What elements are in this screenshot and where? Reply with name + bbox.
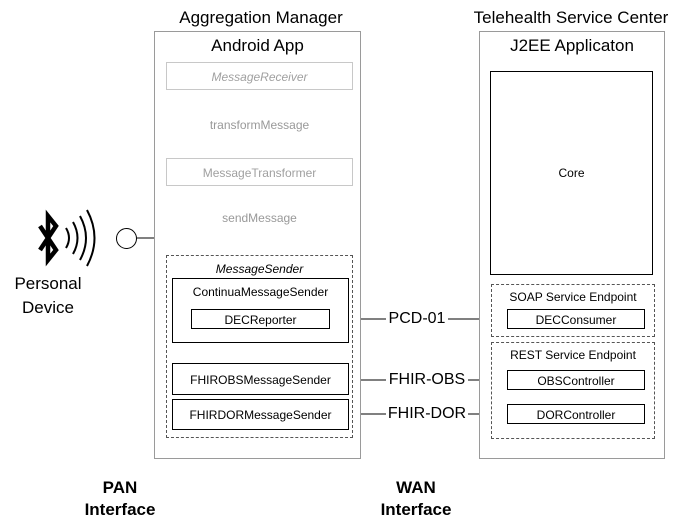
- fhir-obs-label: FHIR-OBS: [388, 371, 466, 388]
- message-sender-label: MessageSender: [215, 262, 304, 276]
- wan-interface-label-1: WAN: [396, 478, 436, 497]
- message-receiver-box: MessageReceiver: [166, 62, 353, 90]
- core-label: Core: [558, 166, 585, 180]
- device-connector-circle: [116, 228, 137, 249]
- personal-device-label-2: Device: [22, 298, 74, 317]
- continua-message-sender-label: ContinuaMessageSender: [192, 285, 329, 299]
- pan-interface-label-1: PAN: [102, 478, 138, 497]
- bluetooth-icon: [38, 209, 96, 267]
- telehealth-title: Telehealth Service Center: [473, 8, 669, 27]
- message-transformer-label: MessageTransformer: [202, 166, 317, 180]
- send-message-label: sendMessage: [222, 211, 297, 225]
- fhir-dor-label: FHIR-DOR: [387, 405, 467, 422]
- android-app-label: Android App: [211, 36, 304, 55]
- rest-endpoint-group: REST Service Endpoint: [491, 342, 655, 439]
- soap-endpoint-label: SOAP Service Endpoint: [509, 290, 637, 304]
- message-receiver-label: MessageReceiver: [211, 70, 308, 84]
- wan-interface-label-2: Interface: [380, 500, 452, 519]
- fhir-obs-message-sender-label: FHIROBSMessageSender: [190, 373, 331, 387]
- dec-reporter-label: DECReporter: [224, 313, 297, 327]
- message-transformer-box: MessageTransformer: [166, 158, 353, 186]
- pan-interface-label-2: Interface: [84, 500, 156, 519]
- core-box: Core: [490, 71, 653, 275]
- dec-reporter-box: DECReporter: [191, 309, 330, 329]
- dor-controller-label: DORController: [536, 408, 616, 422]
- obs-controller-box: OBSController: [507, 370, 645, 390]
- transform-message-label: transformMessage: [209, 118, 310, 132]
- dec-consumer-box: DECConsumer: [507, 309, 645, 329]
- fhir-dor-message-sender-label: FHIRDORMessageSender: [189, 408, 332, 422]
- rest-endpoint-label: REST Service Endpoint: [510, 348, 636, 362]
- dec-consumer-label: DECConsumer: [535, 313, 617, 327]
- fhir-dor-message-sender-box: FHIRDORMessageSender: [172, 399, 349, 430]
- obs-controller-label: OBSController: [537, 374, 615, 388]
- aggregation-manager-title: Aggregation Manager: [179, 8, 343, 27]
- j2ee-app-label: J2EE Applicaton: [510, 36, 634, 55]
- personal-device-label-1: Personal: [14, 274, 82, 293]
- fhir-obs-message-sender-box: FHIROBSMessageSender: [172, 363, 349, 395]
- pcd-01-label: PCD-01: [388, 310, 446, 327]
- dor-controller-box: DORController: [507, 404, 645, 424]
